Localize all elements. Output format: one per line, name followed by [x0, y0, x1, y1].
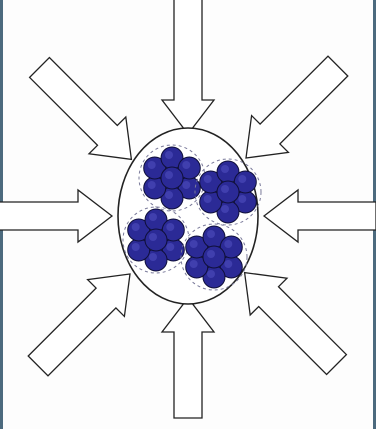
arrow-east: [264, 190, 376, 242]
sphere-highlight: [165, 151, 173, 159]
arrow-north: [162, 0, 214, 134]
sphere-highlight: [204, 175, 212, 183]
sphere-highlight: [132, 243, 140, 251]
sphere: [161, 167, 183, 189]
sphere-highlight: [149, 233, 157, 241]
arrow-southeast: [245, 273, 347, 375]
sphere-highlight: [204, 195, 212, 203]
arrow-northeast: [246, 56, 348, 158]
sphere-highlight: [148, 181, 156, 189]
sphere-highlight: [224, 260, 232, 268]
sphere-highlight: [221, 205, 229, 213]
sphere-highlight: [221, 165, 229, 173]
sphere-highlight: [207, 250, 215, 258]
sphere-highlight: [207, 230, 215, 238]
arrow-southwest: [28, 274, 130, 376]
sphere-highlight: [224, 240, 232, 248]
arrow-west: [0, 190, 112, 242]
sphere-highlight: [221, 185, 229, 193]
sphere-highlight: [165, 171, 173, 179]
sphere-highlight: [238, 175, 246, 183]
arrow-south: [162, 298, 214, 418]
sphere-highlight: [132, 223, 140, 231]
sphere-highlight: [148, 161, 156, 169]
sphere-highlight: [207, 270, 215, 278]
sphere: [217, 181, 239, 203]
sphere-highlight: [165, 191, 173, 199]
sphere: [145, 229, 167, 251]
sphere-highlight: [166, 223, 174, 231]
sphere-highlight: [182, 181, 190, 189]
sphere-highlight: [190, 240, 198, 248]
sphere-highlight: [238, 195, 246, 203]
arrow-northwest: [30, 58, 132, 160]
sphere-highlight: [149, 253, 157, 261]
sphere-highlight: [149, 213, 157, 221]
sphere-highlight: [182, 161, 190, 169]
sphere-highlight: [166, 243, 174, 251]
sphere: [203, 246, 225, 268]
sphere-highlight: [190, 260, 198, 268]
